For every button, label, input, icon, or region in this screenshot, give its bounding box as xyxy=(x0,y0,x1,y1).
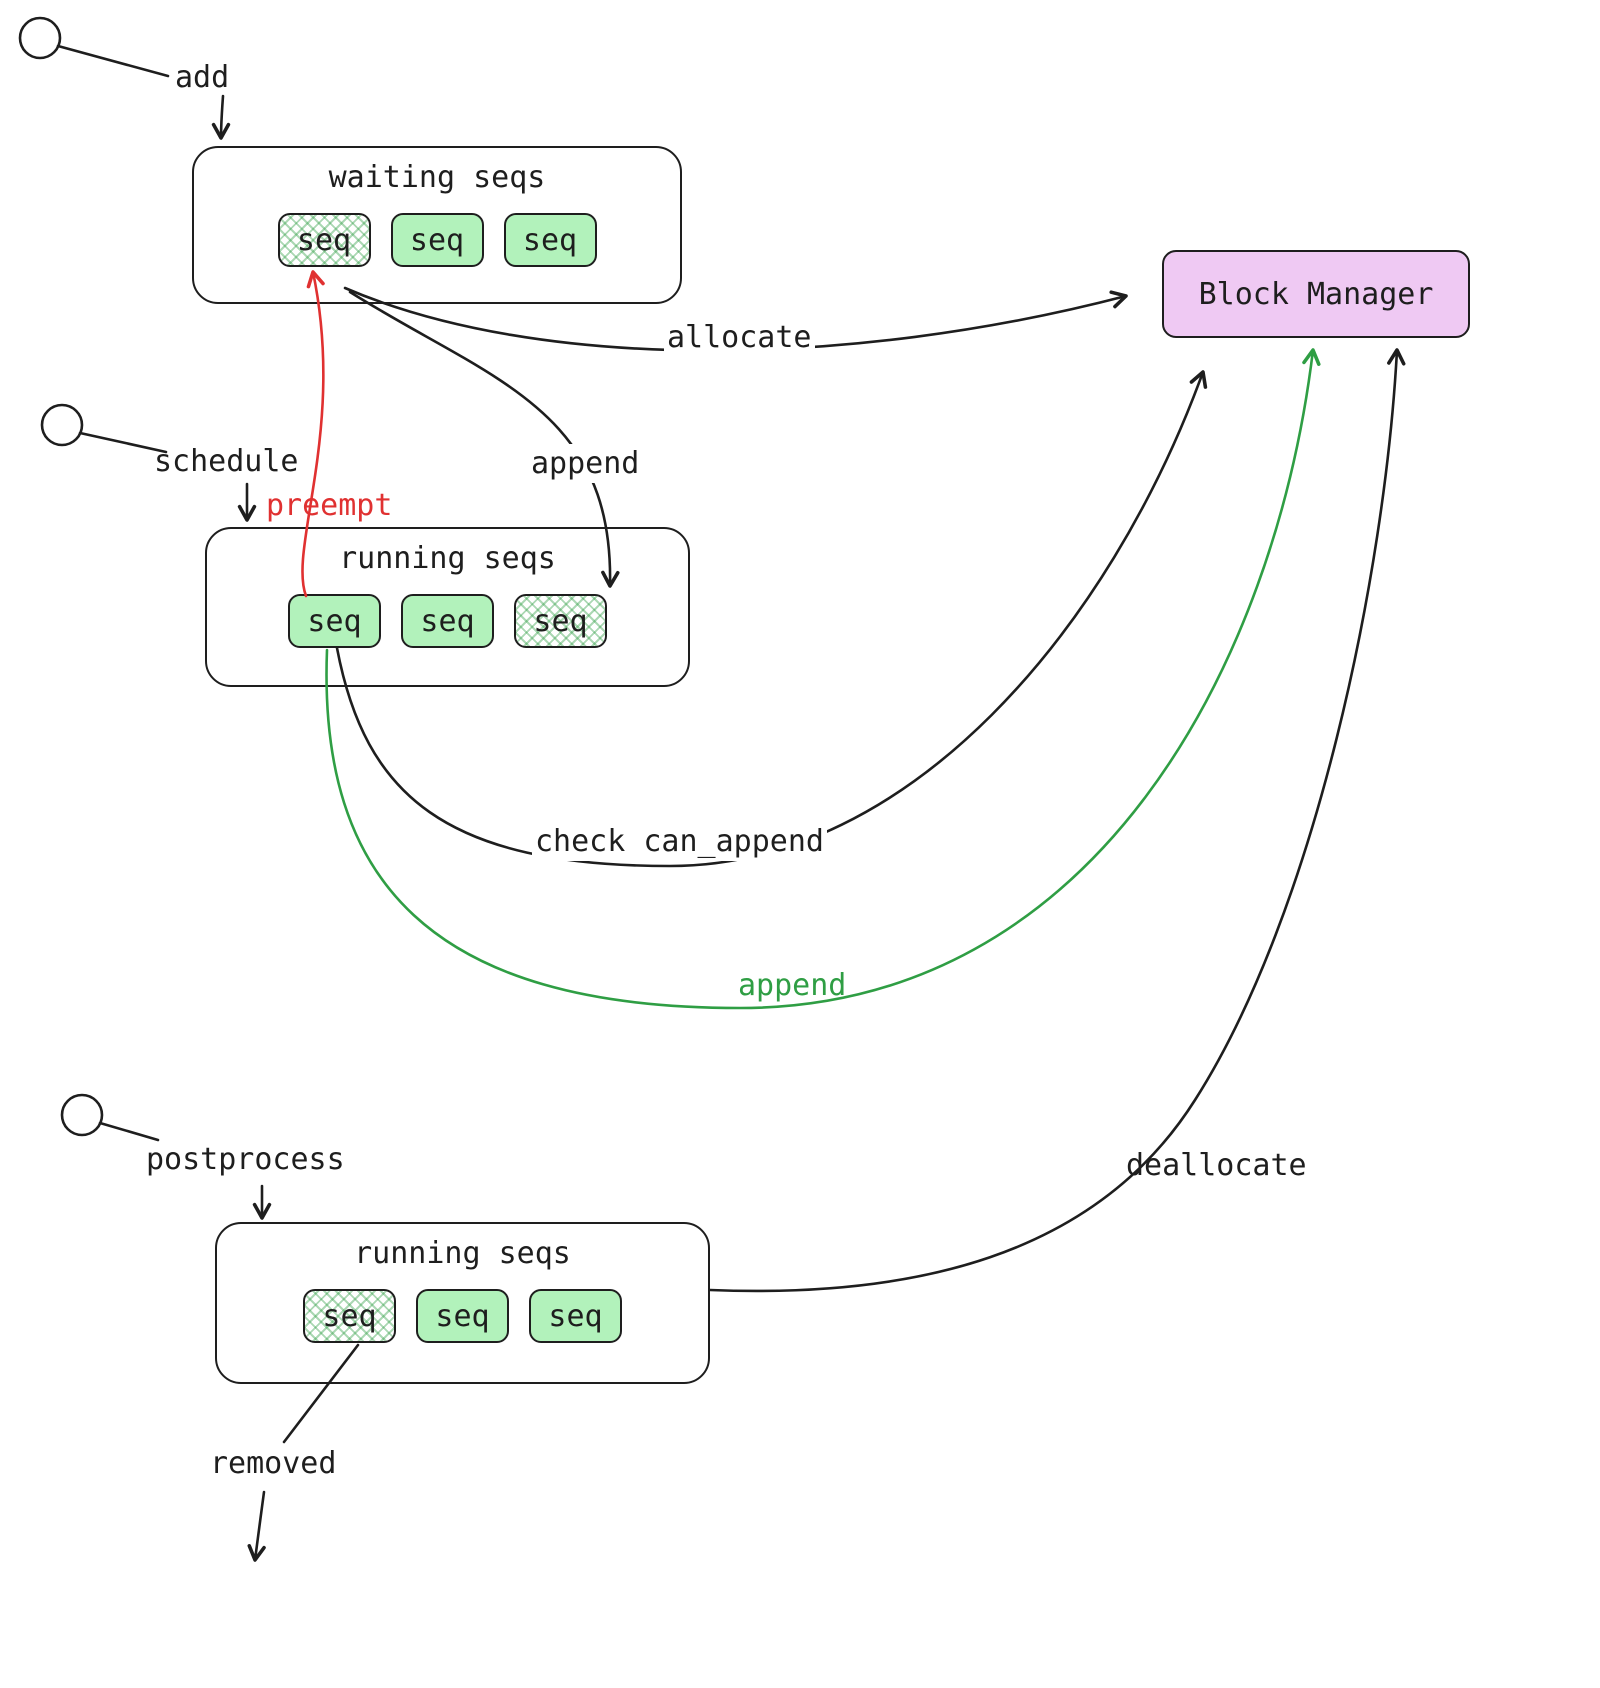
seq-chip: seq xyxy=(288,594,381,648)
add-arrow xyxy=(211,94,231,140)
postprocess-connector-line xyxy=(98,1121,160,1142)
running-seqs-bottom-node: running seqs seq seq seq xyxy=(215,1222,710,1384)
removed-label: removed xyxy=(210,1446,337,1481)
seq-chip: seq xyxy=(401,594,494,648)
removed-arrow xyxy=(247,1490,266,1562)
start-circle-add xyxy=(18,16,62,60)
seq-chip: seq xyxy=(303,1289,396,1343)
allocate-label: allocate xyxy=(664,318,815,357)
deallocate-label: deallocate xyxy=(1126,1148,1307,1183)
add-label: add xyxy=(175,60,230,95)
append-green-label: append xyxy=(738,968,847,1003)
schedule-label: schedule xyxy=(154,444,299,479)
add-connector-line xyxy=(56,44,170,78)
waiting-seqs-chips: seq seq seq xyxy=(194,213,680,267)
block-manager-node: Block Manager xyxy=(1162,250,1470,338)
append-waiting-label: append xyxy=(528,444,643,483)
running-seqs-bottom-title: running seqs xyxy=(354,1236,571,1271)
preempt-label: preempt xyxy=(266,488,393,523)
start-circle-schedule xyxy=(40,403,84,447)
postprocess-label: postprocess xyxy=(146,1142,345,1177)
waiting-seqs-node: waiting seqs seq seq seq xyxy=(192,146,682,304)
running-seqs-mid-node: running seqs seq seq seq xyxy=(205,527,690,687)
seq-chip: seq xyxy=(390,213,484,267)
seq-chip: seq xyxy=(416,1289,509,1343)
seq-chip: seq xyxy=(503,213,597,267)
running-seqs-mid-chips: seq seq seq xyxy=(207,594,688,648)
start-circle-postprocess xyxy=(60,1093,104,1137)
running-seqs-bottom-chips: seq seq seq xyxy=(217,1289,708,1343)
seq-chip: seq xyxy=(514,594,607,648)
running-seqs-mid-title: running seqs xyxy=(339,541,556,576)
seq-chip: seq xyxy=(529,1289,622,1343)
check-can-append-label: check can_append xyxy=(532,822,827,861)
waiting-seqs-title: waiting seqs xyxy=(328,160,546,195)
seq-chip: seq xyxy=(277,213,371,267)
